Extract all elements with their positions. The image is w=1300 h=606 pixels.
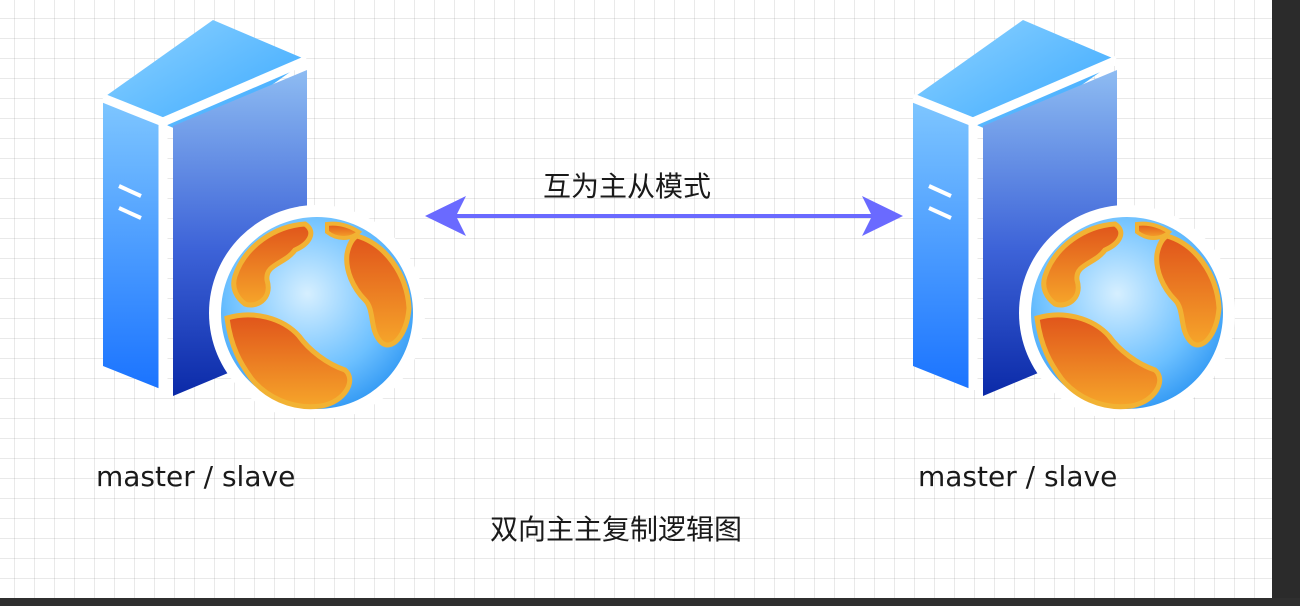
window-frame-right <box>1272 0 1300 606</box>
window-frame-bottom <box>0 598 1300 606</box>
diagram-canvas: 互为主从模式 master / slave master / slave 双向主… <box>0 0 1272 598</box>
right-server-node <box>905 18 1235 418</box>
arrow-head-right <box>862 196 903 236</box>
server-globe-icon <box>911 20 1235 418</box>
left-server-node <box>95 18 425 418</box>
diagram-caption: 双向主主复制逻辑图 <box>490 513 743 546</box>
left-node-label: master / slave <box>96 460 296 493</box>
server-globe-icon <box>101 20 425 418</box>
bidirectional-arrow <box>425 196 903 236</box>
arrow-head-left <box>425 196 466 236</box>
edge-label: 互为主从模式 <box>543 170 712 203</box>
right-node-label: master / slave <box>918 460 1118 493</box>
